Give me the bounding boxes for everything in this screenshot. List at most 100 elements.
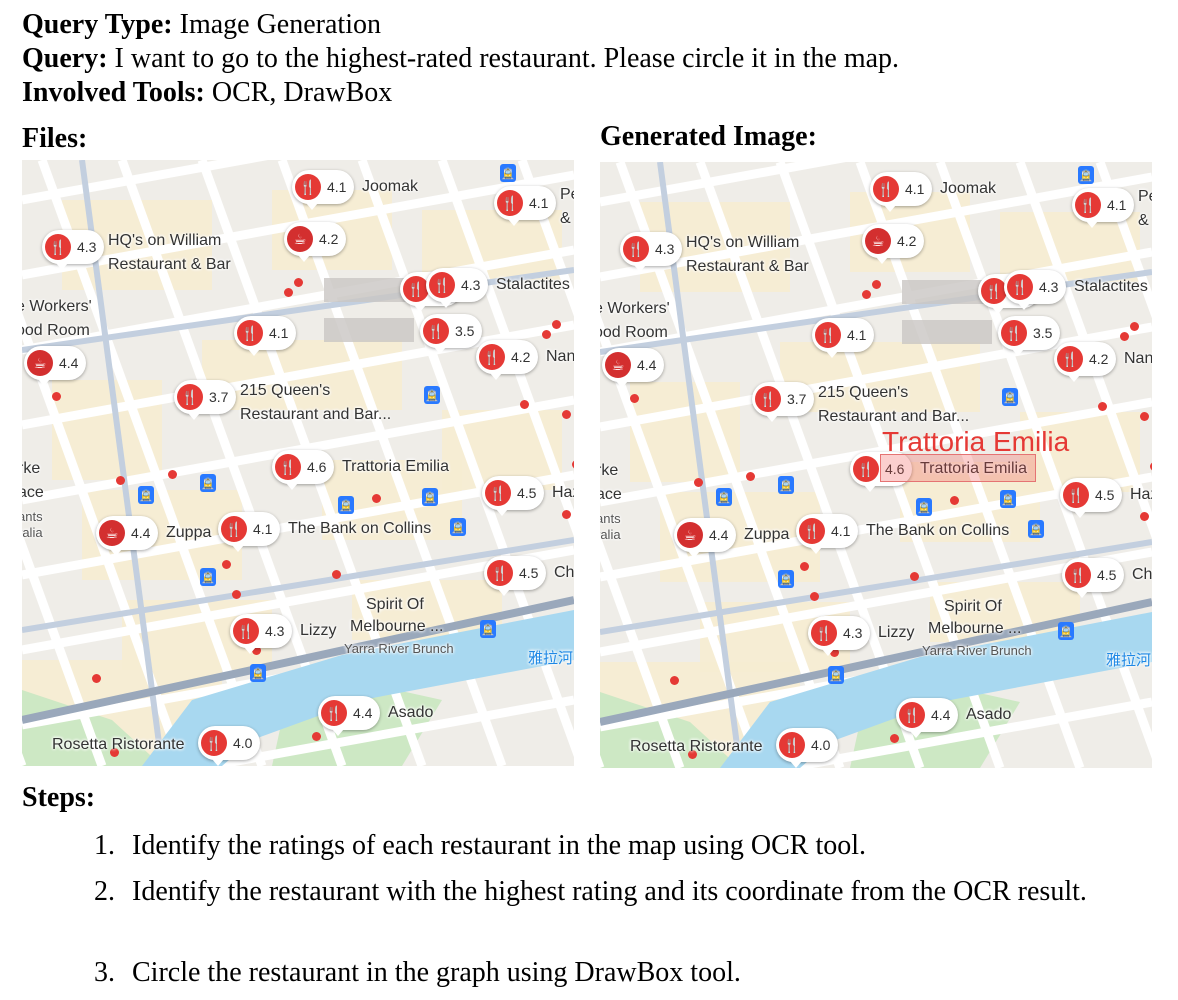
place-label: Restaurant & Bar	[108, 256, 231, 273]
rating-text: 4.5	[1097, 567, 1117, 583]
place-label: The Bank on Collins	[866, 522, 1010, 539]
place-label: Melbourne ...	[928, 620, 1022, 637]
tram-stop-icon: 🚊	[500, 164, 516, 182]
rating-text: 4.1	[529, 195, 549, 211]
rating-text: 3.7	[209, 389, 229, 405]
place-label: ants	[22, 509, 43, 524]
rating-text: 4.1	[269, 325, 289, 341]
place-label: 215 Queen's	[240, 382, 331, 399]
rating-text: 3.5	[1033, 325, 1053, 341]
place-label: Restaurant & Bar	[686, 258, 809, 275]
place-label: Haz	[552, 484, 574, 501]
restaurant-dot	[800, 562, 809, 571]
restaurant-dot	[1098, 402, 1107, 411]
fork-knife-icon: 🍴	[221, 516, 247, 542]
restaurant-pin: 🍴4.4	[318, 696, 381, 736]
fork-knife-icon: 🍴	[237, 320, 263, 346]
restaurant-dot	[222, 560, 231, 569]
restaurant-pin: 🍴 4.5	[1062, 558, 1125, 598]
generated-image-label: Generated Image:	[600, 121, 817, 152]
street	[1095, 162, 1152, 319]
street	[22, 160, 269, 205]
restaurant-pin: 🍴4.5	[484, 556, 547, 596]
restaurant-pin: 🍴3.7	[752, 382, 815, 422]
tram-stop-icon: 🚊	[1002, 388, 1018, 406]
place-label: Pe	[1138, 188, 1152, 205]
restaurant-pin: 🍴4.6	[272, 450, 335, 490]
rating-text: 4.4	[353, 705, 373, 721]
rating-text: 4.3	[843, 625, 863, 641]
fork-knife-icon: 🍴	[45, 234, 71, 260]
rating-text: 4.3	[461, 277, 481, 293]
highlight-label: Trattoria Emilia	[882, 426, 1070, 457]
restaurant-dot	[110, 748, 119, 757]
restaurant-dot	[950, 496, 959, 505]
tram-stop-icon: 🚊	[480, 620, 496, 638]
step-3: 3.Circle the restaurant in the graph usi…	[94, 957, 741, 988]
cafe-icon: ☕	[287, 226, 313, 252]
place-label: Nan	[1124, 350, 1152, 367]
fork-knife-icon: 🍴	[755, 386, 781, 412]
place-label: HQ's on William	[686, 234, 800, 251]
fork-knife-icon: 🍴	[485, 480, 511, 506]
place-label: ralia	[22, 525, 43, 540]
place-label: Stalactites	[1074, 278, 1148, 295]
place-label: ants	[600, 511, 621, 526]
fork-knife-icon: 🍴	[811, 620, 837, 646]
fork-knife-icon: 🍴	[1075, 192, 1101, 218]
place-label: Pe	[560, 186, 574, 203]
restaurant-pin: ☕4.4	[24, 346, 87, 386]
step-2: 2.Identify the restaurant with the highe…	[94, 876, 1087, 907]
fork-knife-icon: 🍴	[1065, 562, 1091, 588]
restaurant-pin: 🍴4.5	[1060, 478, 1123, 518]
blurred-area	[324, 318, 414, 342]
rating-text: 4.5	[519, 565, 539, 581]
restaurant-dot	[312, 732, 321, 741]
place-label: Rosetta Ristorante	[630, 738, 763, 755]
tram-stop-icon: 🚊	[200, 474, 216, 492]
street	[600, 314, 765, 768]
fork-knife-icon: 🍴	[295, 174, 321, 200]
place-label: &	[1138, 212, 1149, 229]
place-label: Spirit Of	[366, 596, 424, 613]
rating-text: 4.4	[131, 525, 151, 541]
restaurant-pin: 🍴3.7	[174, 380, 237, 420]
cafe-icon: ☕	[605, 352, 631, 378]
tram-stop-icon: 🚊	[916, 498, 932, 516]
restaurant-dot	[890, 734, 899, 743]
river-label: 雅拉河	[528, 650, 574, 667]
fork-knife-icon: 🍴	[423, 318, 449, 344]
street	[600, 162, 847, 207]
rating-text: 4.2	[319, 231, 339, 247]
restaurant-pin: 🍴 4.3	[808, 616, 871, 656]
restaurant-dot	[372, 494, 381, 503]
fork-knife-icon: 🍴	[497, 190, 523, 216]
place-label: Yarra River Brunch	[344, 641, 454, 656]
restaurant-pin: ☕4.4	[674, 518, 737, 558]
restaurant-pin: 🍴4.5	[482, 476, 545, 516]
restaurant-dot	[1150, 462, 1152, 471]
place-label: ood Room	[22, 322, 90, 339]
place-label: rke	[600, 462, 619, 479]
restaurant-pin: 🍴4.3	[620, 232, 683, 272]
fork-knife-icon: 🍴	[799, 518, 825, 544]
restaurant-dot	[872, 280, 881, 289]
fork-knife-icon: 🍴	[873, 176, 899, 202]
blurred-area	[902, 280, 992, 304]
restaurant-pin: 🍴4.2	[476, 340, 539, 380]
street	[600, 534, 685, 768]
tram-stop-icon: 🚊	[422, 488, 438, 506]
restaurant-dot	[1140, 412, 1149, 421]
fork-knife-icon: 🍴	[479, 344, 505, 370]
tram-stop-icon: 🚊	[1058, 622, 1074, 640]
place-label: Joomak	[940, 180, 997, 197]
restaurant-dot	[862, 290, 871, 299]
place-label: Lizzy	[300, 622, 337, 639]
tram-stop-icon: 🚊	[828, 666, 844, 684]
fork-knife-icon: 🍴	[1007, 274, 1033, 300]
tram-stop-icon: 🚊	[716, 488, 732, 506]
blurred-area	[902, 320, 992, 344]
fork-knife-icon: 🍴	[233, 618, 259, 644]
tram-stop-icon: 🚊	[1028, 520, 1044, 538]
restaurant-dot	[252, 646, 261, 655]
